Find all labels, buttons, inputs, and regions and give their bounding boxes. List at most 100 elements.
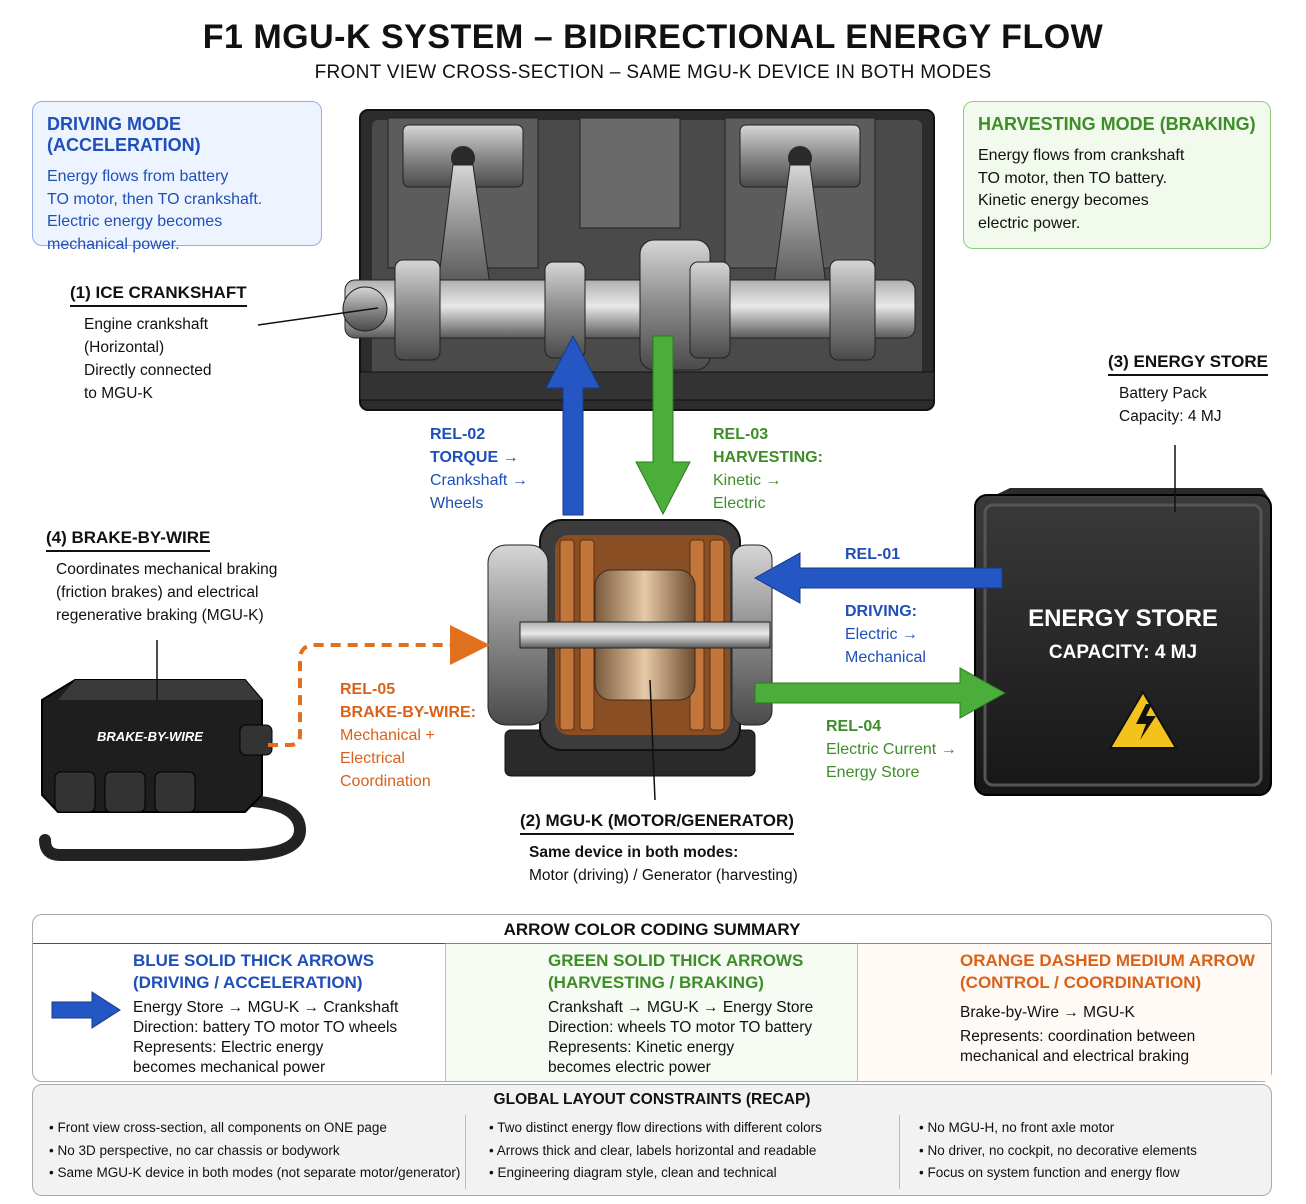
summary-title: ARROW COLOR CODING SUMMARY	[503, 920, 801, 939]
summary-orange-line: Brake-by-Wire → MGU-K	[960, 1004, 1135, 1021]
constraints-col3: No MGU-H, no front axle motor No driver,…	[919, 1117, 1197, 1185]
page-subtitle: FRONT VIEW CROSS-SECTION – SAME MGU-K DE…	[314, 62, 992, 83]
constraint-item: Front view cross-section, all components…	[49, 1117, 460, 1140]
crankshaft-line: (Horizontal)	[84, 339, 165, 356]
rel04-arrow	[754, 667, 1007, 719]
crankshaft-leader-line	[257, 307, 379, 326]
energy-store-heading: (3) ENERGY STORE	[1108, 352, 1268, 376]
summary-green-col: GREEN SOLID THICK ARROWS (HARVESTING / B…	[446, 943, 858, 1081]
driving-mode-line: Electric energy becomes	[47, 213, 223, 230]
summary-blue-line: Represents: Electric energy	[133, 1039, 324, 1056]
summary-blue-heading: (DRIVING / ACCELERATION)	[133, 973, 363, 992]
energy-store-line: Battery Pack	[1119, 385, 1207, 402]
rel05-arrow	[268, 625, 490, 747]
brake-by-wire-label: (4) BRAKE-BY-WIRE Coordinates mechanical…	[46, 528, 277, 627]
constraint-item: Arrows thick and clear, labels horizonta…	[489, 1140, 822, 1163]
rel05-label: REL-05 BRAKE-BY-WIRE: Mechanical + Elect…	[340, 678, 476, 793]
summary-green-heading: GREEN SOLID THICK ARROWS	[548, 951, 804, 970]
brake-by-wire-illustration	[39, 679, 307, 861]
mguk-illustration	[487, 519, 773, 777]
mguk-heading: (2) MGU-K (MOTOR/GENERATOR)	[520, 811, 794, 835]
harvesting-mode-heading: HARVESTING MODE (BRAKING)	[978, 114, 1256, 134]
rel02-arrow	[545, 334, 601, 516]
rel02-id: REL-02	[430, 426, 486, 443]
rel03-line: HARVESTING:	[713, 449, 823, 466]
crankshaft-line: Engine crankshaft	[84, 316, 209, 333]
driving-mode-line: mechanical power.	[47, 235, 180, 253]
constraints-title: GLOBAL LAYOUT CONSTRAINTS (RECAP)	[493, 1091, 811, 1108]
summary-green-line: becomes electric power	[548, 1059, 711, 1076]
brake-by-wire-line: (friction brakes) and electrical	[56, 584, 259, 601]
harvesting-mode-box: HARVESTING MODE (BRAKING) Energy flows f…	[963, 101, 1271, 249]
summary-orange-line: mechanical and electrical braking	[960, 1048, 1190, 1065]
rel05-id: REL-05	[340, 681, 396, 698]
summary-blue-col: BLUE SOLID THICK ARROWS (DRIVING / ACCEL…	[33, 943, 446, 1081]
summary-blue-heading: BLUE SOLID THICK ARROWS	[133, 951, 375, 970]
arrow-summary-panel: ARROW COLOR CODING SUMMARY BLUE SOLID TH…	[32, 914, 1272, 1082]
rel01-line: DRIVING:	[845, 603, 917, 620]
constraint-item: No 3D perspective, no car chassis or bod…	[49, 1140, 460, 1163]
rel03-arrow	[635, 335, 691, 516]
crankshaft-label: (1) ICE CRANKSHAFT Engine crankshaft (Ho…	[70, 283, 247, 405]
summary-orange-heading: ORANGE DASHED MEDIUM ARROW	[960, 951, 1255, 970]
energy-store-box-subtitle: CAPACITY: 4 MJ	[1048, 642, 1198, 663]
harvesting-mode-line: Energy flows from crankshaft	[978, 147, 1185, 164]
mguk-label: (2) MGU-K (MOTOR/GENERATOR) Same device …	[520, 811, 798, 887]
rel01-label: DRIVING: Electric → Mechanical	[845, 600, 926, 669]
constraint-item: Engineering diagram style, clean and tec…	[489, 1162, 822, 1185]
rel04-label: REL-04 Electric Current → Energy Store	[826, 715, 957, 784]
constraint-item: Same MGU-K device in both modes (not sep…	[49, 1162, 460, 1185]
mguk-leader-line	[649, 679, 656, 801]
rel01-line: Mechanical	[845, 649, 926, 666]
energy-store-box-title: ENERGY STORE	[1028, 605, 1218, 632]
constraints-panel: GLOBAL LAYOUT CONSTRAINTS (RECAP) Front …	[32, 1084, 1272, 1196]
rel01-line: Electric →	[845, 626, 918, 643]
harvesting-mode-line: Kinetic energy becomes	[978, 192, 1149, 209]
rel02-line: Crankshaft →	[430, 472, 528, 489]
rel05-line: Coordination	[340, 773, 431, 790]
blue-arrow-icon	[51, 991, 121, 1029]
driving-mode-line: Energy flows from battery	[47, 168, 229, 185]
rel03-label: REL-03 HARVESTING: Kinetic → Electric	[713, 423, 823, 515]
summary-orange-heading: (CONTROL / COORDINATION)	[960, 973, 1202, 992]
constraint-item: No MGU-H, no front axle motor	[919, 1117, 1197, 1140]
rel04-line: Energy Store	[826, 764, 920, 781]
brake-by-wire-heading: (4) BRAKE-BY-WIRE	[46, 528, 211, 552]
rel03-line: Electric	[713, 495, 766, 512]
driving-mode-heading: DRIVING MODE (ACCELERATION)	[47, 114, 201, 155]
rel03-id: REL-03	[713, 426, 769, 443]
summary-orange-line: Represents: coordination between	[960, 1028, 1196, 1045]
crankshaft-line: Directly connected	[84, 362, 212, 379]
engine-block-illustration	[342, 109, 935, 411]
driving-mode-box: DRIVING MODE (ACCELERATION) Energy flows…	[32, 101, 322, 253]
rel02-line: TORQUE →	[430, 449, 519, 466]
constraint-item: Focus on system function and energy flow	[919, 1162, 1197, 1185]
rel02-line: Wheels	[430, 495, 484, 512]
constraint-item: No driver, no cockpit, no decorative ele…	[919, 1140, 1196, 1163]
rel05-line: Mechanical +	[340, 727, 435, 744]
page-title: F1 MGU-K SYSTEM – BIDIRECTIONAL ENERGY F…	[202, 18, 1104, 56]
rel04-line: Electric Current →	[826, 741, 957, 758]
rel03-line: Kinetic →	[713, 472, 782, 489]
summary-green-line: Crankshaft → MGU-K → Energy Store	[548, 999, 814, 1016]
summary-green-line: Represents: Kinetic energy	[548, 1039, 735, 1056]
summary-blue-line: Energy Store → MGU-K → Crankshaft	[133, 999, 399, 1016]
energy-store-illustration	[974, 488, 1272, 796]
crankshaft-line: to MGU-K	[84, 385, 153, 402]
summary-green-line: Direction: wheels TO motor TO battery	[548, 1019, 813, 1036]
constraint-item: Two distinct energy flow directions with…	[489, 1117, 822, 1140]
summary-green-heading: (HARVESTING / BRAKING)	[548, 973, 764, 992]
rel01-arrow	[753, 552, 1003, 604]
summary-orange-col: ORANGE DASHED MEDIUM ARROW (CONTROL / CO…	[858, 943, 1271, 1081]
summary-blue-line: Direction: battery TO motor TO wheels	[133, 1019, 398, 1036]
rel01-id: REL-01	[845, 546, 901, 563]
constraints-col1: Front view cross-section, all components…	[49, 1117, 460, 1185]
rel05-line: BRAKE-BY-WIRE:	[340, 704, 476, 721]
rel02-label: REL-02 TORQUE → Crankshaft → Wheels	[430, 423, 528, 515]
rel04-id: REL-04	[826, 718, 882, 735]
brake-by-wire-box-label: BRAKE-BY-WIRE	[97, 729, 203, 744]
mguk-line: Motor (driving) / Generator (harvesting)	[529, 867, 798, 884]
summary-blue-line: becomes mechanical power	[133, 1059, 326, 1076]
rel05-line: Electrical	[340, 750, 405, 767]
